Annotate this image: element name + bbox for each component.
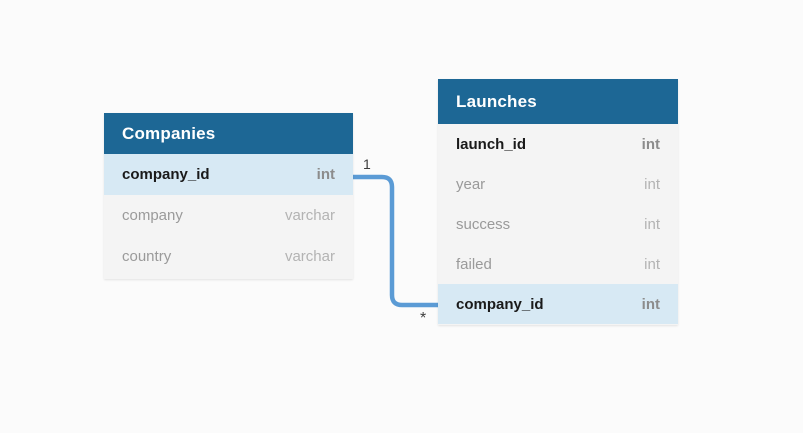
attribute-list-companies: company_id int company varchar country v… (104, 154, 353, 277)
attribute-row-company[interactable]: company varchar (104, 195, 353, 236)
entity-header-companies: Companies (104, 113, 353, 154)
entity-title-companies: Companies (122, 123, 216, 143)
attribute-type: int (641, 135, 660, 153)
attribute-row-success[interactable]: success int (438, 204, 678, 244)
attribute-name: launch_id (456, 135, 527, 153)
cardinality-label-many: * (420, 310, 427, 327)
attribute-name: company (122, 207, 183, 224)
attribute-type: int (644, 175, 660, 193)
attribute-type: int (316, 166, 335, 183)
attribute-name: success (456, 215, 511, 233)
attribute-name: failed (456, 255, 492, 273)
attribute-name: country (122, 248, 172, 265)
attribute-row-launch-id[interactable]: launch_id int (438, 124, 678, 164)
attribute-type: int (644, 215, 660, 233)
attribute-type: varchar (284, 207, 335, 224)
attribute-type: int (641, 295, 660, 313)
entity-header-launches: Launches (438, 79, 678, 124)
attribute-type: varchar (284, 248, 335, 265)
attribute-name: company_id (122, 166, 210, 183)
attribute-name: year (456, 175, 486, 193)
attribute-row-year[interactable]: year int (438, 164, 678, 204)
attribute-list-launches: launch_id int year int success int faile… (438, 124, 678, 324)
attribute-name: company_id (456, 295, 544, 313)
attribute-row-company-id-fk[interactable]: company_id int (438, 284, 678, 324)
attribute-row-country[interactable]: country varchar (104, 236, 353, 277)
attribute-row-failed[interactable]: failed int (438, 244, 678, 284)
entity-title-launches: Launches (456, 91, 537, 111)
attribute-type: int (644, 255, 660, 273)
relationship-line-companies-launches (353, 174, 438, 308)
attribute-row-company-id[interactable]: company_id int (104, 154, 353, 195)
entity-table-launches[interactable]: Launches launch_id int year int success … (438, 79, 678, 325)
entity-table-companies[interactable]: Companies company_id int company varchar… (104, 113, 353, 279)
cardinality-label-one: 1 (363, 156, 371, 172)
